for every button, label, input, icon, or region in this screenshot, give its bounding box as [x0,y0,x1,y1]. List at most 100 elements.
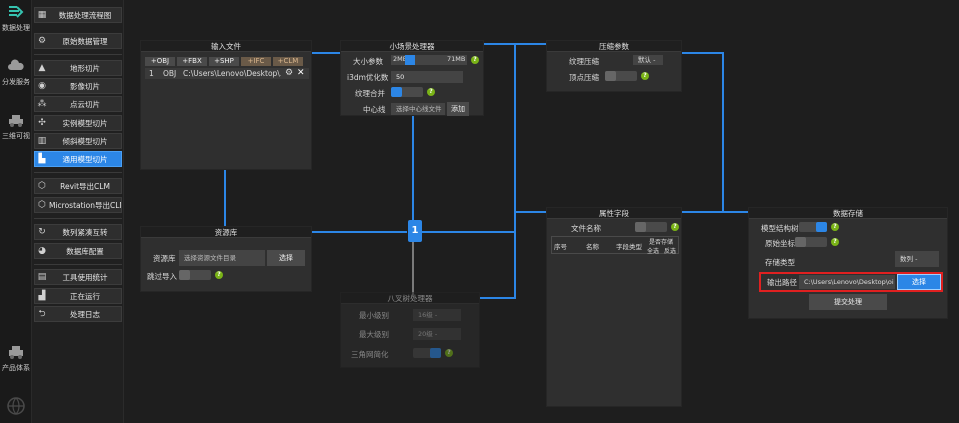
min-level-select[interactable]: 16级 - [413,309,461,321]
tri-simplify-toggle[interactable] [413,348,441,358]
menu-item-instance-model[interactable]: ✣实例模型切片 [34,115,122,131]
add-clm-button[interactable]: +CLM [273,57,303,66]
size-min: 2MB [393,55,408,63]
help-icon[interactable]: ? [471,56,479,64]
node-input-files[interactable]: 输入文件 +OBJ +FBX +SHP +IFC +CLM 1 OBJ C:\U… [140,40,312,170]
globe-icon: ◉ [38,81,46,91]
rail-item-products[interactable]: 产品体系 [0,344,32,373]
library-path-input[interactable]: 选择资源文件目录 [179,250,265,266]
texture-merge-toggle[interactable] [391,87,423,97]
menu-item-general-model[interactable]: ▙通用模型切片 [34,151,122,167]
size-max: 71MB [447,55,466,63]
rail-item-distribution[interactable]: 分发服务 [0,58,32,87]
node-attribute-fields[interactable]: 属性字段 文件名称 ? 序号 名称 字段类型 是否存储 全选 反选 [546,207,682,407]
coords-toggle[interactable] [795,237,827,247]
add-obj-button[interactable]: +OBJ [145,57,175,66]
instance-model-icon: ✣ [38,118,46,128]
output-path-input[interactable]: C:\Users\Lenovo\Desktop\oi [799,275,895,289]
col-index: 序号 [554,243,567,251]
menu-item-microstation-clm[interactable]: ⬡Microstation导出CLM [34,197,122,213]
node-title: 数据存储 [749,208,947,219]
optimize-input[interactable]: 50 [391,71,463,83]
wire-octree-bus [480,297,516,299]
document-icon: ▤ [37,272,47,282]
merge-marker[interactable]: 1 [408,220,422,242]
submit-process-button[interactable]: 提交处理 [809,294,887,310]
node-title: 压缩参数 [547,41,681,52]
output-select-button[interactable]: 选择 [897,274,941,290]
store-invert[interactable]: 反选 [664,248,677,255]
store-type-label: 存储类型 [765,258,795,267]
remove-file-icon[interactable]: ✕ [297,68,305,78]
add-fbx-button[interactable]: +FBX [177,57,207,66]
cube-icon: ⬡ [38,181,46,191]
file-name-toggle[interactable] [635,222,667,232]
menu-item-tool-stats[interactable]: ▤工具使用统计 [34,269,122,285]
toggle-knob [605,71,616,81]
menu-item-database-config[interactable]: ◕数据库配置 [34,243,122,259]
field-table-header: 序号 名称 字段类型 是否存储 全选 反选 [551,236,679,255]
file-row[interactable]: 1 OBJ C:\Users\Lenovo\Desktop\... ⚙ ✕ [145,68,309,79]
menu-item-flowchart[interactable]: ▦数据处理流程图 [34,7,122,23]
size-slider[interactable]: 2MB 71MB [391,55,467,65]
file-type: OBJ [163,69,177,78]
rail-item-globe[interactable] [0,396,32,419]
add-shp-button[interactable]: +SHP [209,57,239,66]
left-rail: 数据处理 分发服务 三维可视 产品体系 [0,0,32,423]
size-slider-handle[interactable] [405,55,415,65]
help-icon[interactable]: ? [445,349,453,357]
help-icon[interactable]: ? [215,271,223,279]
help-icon[interactable]: ? [641,72,649,80]
help-icon[interactable]: ? [427,88,435,96]
add-ifc-button[interactable]: +IFC [241,57,271,66]
toggle-knob [391,87,402,97]
menu-item-point-cloud[interactable]: ⁂点云切片 [34,96,122,112]
menu-item-running[interactable]: ▟正在运行 [34,288,122,304]
store-type-select[interactable]: 数列 - [895,251,939,267]
menu-item-log[interactable]: ⮌处理日志 [34,306,122,322]
menu-item-raw-data[interactable]: ⚙原始数据管理 [34,33,122,49]
max-level-select[interactable]: 20级 - [413,328,461,340]
node-octree-processor[interactable]: 八叉树处理器 最小级别 16级 - 最大级别 20级 - 三角网简化 ? [340,292,480,368]
product-system-icon [9,346,23,359]
undo-icon: ⮌ [38,309,46,319]
menu-item-terrain[interactable]: ▲地形切片 [34,60,122,76]
skip-import-label: 跳过导入 [147,272,177,281]
help-icon[interactable]: ? [671,223,679,231]
vertex-compress-toggle[interactable] [605,71,637,81]
menu-item-revit-clm[interactable]: ⬡Revit导出CLM [34,178,122,194]
rail-item-3d-view[interactable]: 三维可视 [0,112,32,141]
skip-import-toggle[interactable] [179,270,211,280]
coords-label: 原始坐标 [765,239,795,248]
library-label: 资源库 [153,254,176,263]
model-tree-toggle[interactable] [799,222,827,232]
texture-compress-label: 纹理压缩 [569,57,599,66]
library-select-button[interactable]: 选择 [267,250,305,266]
add-centerline-button[interactable]: 添加 [447,102,469,116]
menu-item-sequence-convert[interactable]: ↻数列紧凑互转 [34,224,122,240]
output-path-row: 输出路径 C:\Users\Lenovo\Desktop\oi 选择 [759,272,943,292]
node-data-storage[interactable]: 数据存储 模型结构树 ? 原始坐标 ? 存储类型 数列 - 输出路径 C:\Us… [748,207,948,319]
globe-icon [7,397,25,415]
output-path-label: 输出路径 [767,278,797,287]
file-name-label: 文件名称 [571,224,601,233]
menu-item-imagery[interactable]: ◉影像切片 [34,78,122,94]
menu-item-oblique-model[interactable]: ▥倾斜模型切片 [34,133,122,149]
node-compression[interactable]: 压缩参数 纹理压缩 默认 - 顶点压缩 ? [546,40,682,92]
toggle-knob [430,348,441,358]
cube-icon: ⬡ [38,200,46,210]
col-store: 是否存储 [649,239,674,246]
help-icon[interactable]: ? [831,238,839,246]
gear-icon: ⚙ [37,36,47,46]
centerline-input[interactable]: 选择中心线文件 [391,103,445,115]
texture-compress-select[interactable]: 默认 - [633,55,663,65]
node-scene-processor[interactable]: 小场景处理器 大小参数 2MB 71MB ? i3dm优化数 50 纹理合并 ?… [340,40,484,116]
file-settings-icon[interactable]: ⚙ [285,68,294,78]
node-resource-library[interactable]: 资源库 资源库 选择资源文件目录 选择 跳过导入 ? [140,226,312,292]
database-icon: ◕ [38,246,46,256]
size-label: 大小参数 [353,57,383,66]
help-icon[interactable]: ? [831,223,839,231]
rail-item-data-processing[interactable]: 数据处理 [0,4,32,33]
store-select-all[interactable]: 全选 [647,248,660,255]
